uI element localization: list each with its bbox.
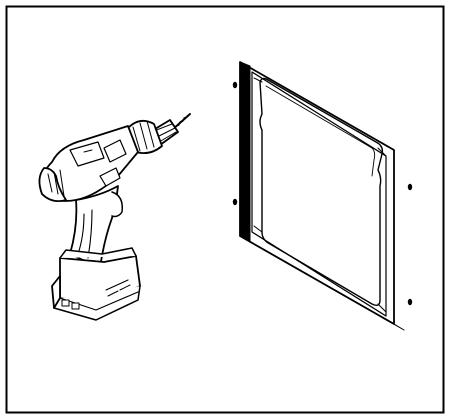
screw-hole xyxy=(407,298,413,306)
wall-panel-icon xyxy=(232,61,413,331)
cordless-drill-icon xyxy=(38,113,191,321)
screw-hole xyxy=(407,183,413,191)
screw-hole xyxy=(232,81,238,89)
screw-hole xyxy=(232,198,238,206)
diagram-border xyxy=(5,5,445,414)
